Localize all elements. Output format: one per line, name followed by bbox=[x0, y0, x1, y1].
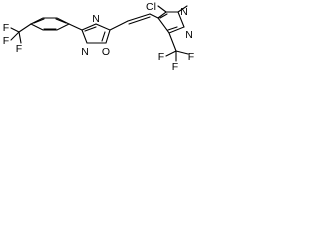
bond-cf3-left-c-f3 bbox=[18, 31, 22, 44]
pyrazole-ring bbox=[157, 11, 185, 34]
bond-benzene-to-oxadiazole bbox=[68, 23, 83, 31]
atom-f-right-2: F bbox=[172, 61, 178, 73]
benzene-double-2 bbox=[55, 18, 67, 24]
bond-oxadiazole-to-vinyl bbox=[109, 20, 129, 31]
vinyl-double-bond-parallel bbox=[128, 16, 151, 25]
bond-cf3-right-c-f1 bbox=[165, 50, 177, 57]
bond-vinyl-to-pyrazole bbox=[149, 13, 159, 19]
bond-cf3-right-c-f3 bbox=[175, 50, 189, 55]
bond-pyrazole-to-cl bbox=[157, 5, 167, 13]
bond-pyrazole-to-cf3 bbox=[168, 32, 177, 52]
oxadiazole-ring bbox=[81, 23, 111, 44]
molecule-structure: F F F N N O Cl N N F F F bbox=[3, 1, 194, 73]
pyrazole-double-1 bbox=[159, 13, 168, 19]
pyrazole-double-2 bbox=[167, 26, 178, 31]
atom-cl: Cl bbox=[146, 1, 156, 13]
atom-oxadiazole-o: O bbox=[102, 46, 110, 58]
bond-cf3-left-c-f2 bbox=[10, 31, 20, 41]
atom-f-right-3: F bbox=[188, 51, 194, 63]
benzene-ring bbox=[29, 17, 71, 31]
atom-f-left-3: F bbox=[16, 43, 22, 55]
atom-f-right-1: F bbox=[158, 51, 164, 63]
bond-cf3-left-c-f1 bbox=[10, 27, 20, 33]
atom-n-pyrazole: N bbox=[185, 29, 193, 41]
oxadiazole-double-1 bbox=[84, 26, 97, 32]
oxadiazole-double-2 bbox=[101, 31, 106, 42]
atom-f-left-1: F bbox=[3, 22, 9, 34]
atom-n-methyl: N bbox=[180, 6, 188, 18]
atom-oxadiazole-n-bottom: N bbox=[81, 46, 89, 58]
bond-cf3-left-to-benzene bbox=[18, 23, 32, 33]
bond-n-to-methyl bbox=[177, 5, 188, 13]
atom-f-left-2: F bbox=[3, 35, 9, 47]
vinyl-double-bond bbox=[127, 13, 151, 22]
benzene-double-1 bbox=[33, 18, 45, 24]
atom-oxadiazole-n-top: N bbox=[92, 13, 100, 25]
